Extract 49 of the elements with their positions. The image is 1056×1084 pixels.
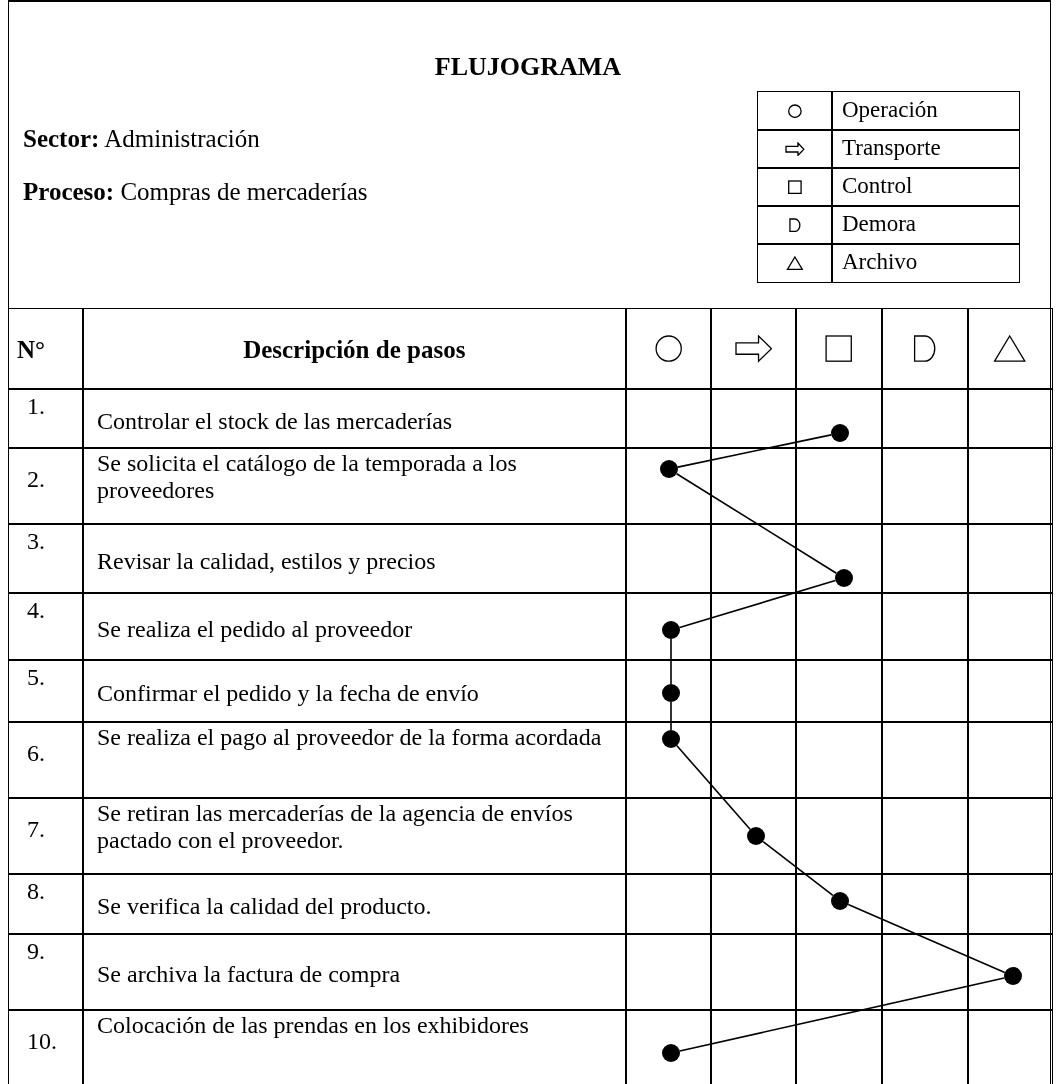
step-dot [831,424,849,442]
step-number: 2. [27,466,45,493]
step-number: 4. [27,597,45,624]
legend-text: Archivo [842,249,918,275]
column-header: N° [17,336,46,364]
title: FLUJOGRAMA [433,52,623,82]
step-description: Se retiran las mercaderías de la agencia de envíos pactado con el proveedor. [97,800,574,854]
connector-line [670,638,672,685]
step-number: 7. [27,816,45,843]
step-number: 5. [27,664,45,691]
connector-line [762,840,834,897]
legend-text: Transporte [842,135,941,161]
step-description: Se verifica la calidad del producto. [97,893,433,920]
legend-text: Operación [842,97,938,123]
step-description: Se realiza el pago al proveedor de la forma acordada [97,724,603,751]
column-header: Descripción de pasos [242,336,467,364]
legend-text: Control [842,173,913,199]
step-number: 8. [27,878,45,905]
step-dot [662,1044,680,1062]
legend-text: Demora [842,211,917,237]
step-dot [662,684,680,702]
step-description: Controlar el stock de las mercaderías [97,407,454,435]
step-description: Revisar la calidad, estilos y precios [97,547,437,575]
step-description: Colocación de las prendas en los exhibidores [97,1012,530,1039]
step-dot [662,730,680,748]
connector-line [677,434,832,468]
header-text: Sector: Administración [23,125,260,153]
step-dot [1004,967,1022,985]
connector-line [676,744,751,831]
step-description: Confirmar el pedido y la fecha de envío [97,680,480,707]
step-number: 6. [27,740,45,767]
connector-line [670,701,672,731]
step-number: 9. [27,938,45,965]
step-description: Se archiva la factura de compra [97,961,402,988]
step-number: 1. [27,393,45,420]
step-number: 3. [27,528,45,555]
connector-line [675,472,838,575]
step-dot [747,827,765,845]
step-number: 10. [27,1028,57,1055]
step-dot [831,892,849,910]
step-description: Se solicita el catálogo de la temporada a los proveedores [97,450,518,504]
connector-line [678,579,837,629]
step-dot [660,460,678,478]
connector-line [679,977,1005,1052]
step-dot [835,569,853,587]
connector-line [847,903,1006,974]
step-description: Se realiza el pedido al proveedor [97,615,414,643]
step-dot [662,621,680,639]
header-text: Proceso: Compras de mercaderías [23,178,368,206]
